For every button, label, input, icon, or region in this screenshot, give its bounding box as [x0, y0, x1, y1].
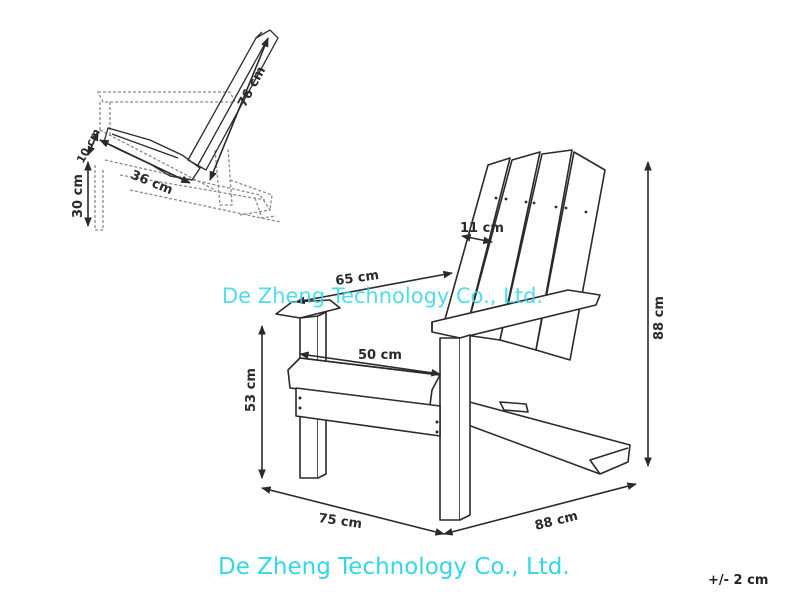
total-depth-line [443, 482, 637, 536]
seat-width-label: 50 cm [358, 348, 402, 363]
apron-board [295, 387, 441, 437]
side-view-dimension-lines [84, 37, 269, 227]
backrest-length-line [209, 37, 269, 181]
total-depth-label: 88 cm [533, 509, 579, 534]
watermark-caption: De Zheng Technology Co., Ltd. [218, 554, 570, 580]
armrest-length-label: 65 cm [334, 268, 380, 289]
total-width-line [261, 486, 445, 536]
armrest-length-line [295, 270, 453, 305]
total-height-label: 88 cm [652, 296, 667, 340]
backrest-slat [464, 151, 541, 341]
side-view-illustration [94, 29, 281, 231]
total-width-label: 75 cm [317, 511, 363, 532]
rear-leg-slope [459, 399, 631, 475]
seat-width-line [299, 351, 441, 377]
seat-height-side-label: 30 cm [71, 174, 86, 218]
chair-dimension-lines [258, 161, 652, 536]
watermark-overlay: De Zheng Technology Co., Ltd. [222, 284, 544, 308]
seat-drop-label: 10 cm [74, 127, 103, 166]
chair-illustration [275, 149, 631, 521]
seat-height-label: 53 cm [244, 368, 259, 412]
backrest-slat-width-line [461, 233, 493, 245]
seat-drop-line [87, 131, 99, 156]
backrest-slat-width-label: 11 cm [460, 221, 504, 236]
right-front-leg [439, 337, 461, 521]
backrest-slat [499, 149, 573, 351]
tolerance-note: +/- 2 cm [708, 573, 769, 588]
seat-depth-side-line [99, 139, 191, 184]
